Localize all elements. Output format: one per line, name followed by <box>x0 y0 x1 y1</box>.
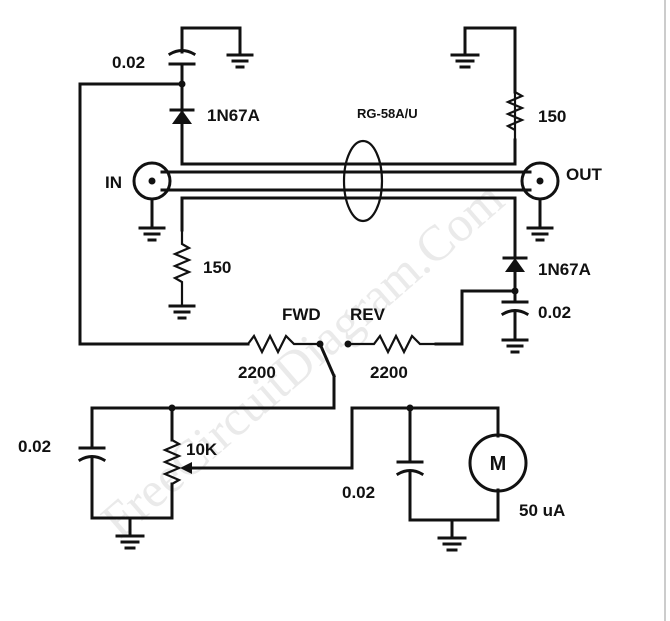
pot-label: 10K <box>186 440 218 459</box>
cap-bottom-left-label: 0.02 <box>18 437 51 456</box>
ground-symbol-right <box>501 338 529 354</box>
cap-bottom-mid-label: 0.02 <box>342 483 375 502</box>
meter-loop-wire <box>408 406 500 438</box>
cap-top-left-label: 0.02 <box>112 53 145 72</box>
meter-50ua <box>468 433 528 493</box>
ground-symbol-left <box>168 304 196 320</box>
fwd-label: FWD <box>282 305 321 324</box>
resistor-2200-fwd <box>247 333 318 355</box>
bottom-sense-wire <box>180 196 517 252</box>
diode-right-label: 1N67A <box>538 260 591 279</box>
out-connector <box>520 161 560 230</box>
fwd-feed-wire <box>78 82 250 346</box>
ground-symbol-pot <box>115 534 145 550</box>
rev-label: REV <box>350 305 386 324</box>
ground-symbol-in <box>138 226 166 242</box>
switch-contact-rev <box>344 340 352 348</box>
meter-symbol-label: M <box>490 453 507 475</box>
resistor-150-top <box>505 90 525 140</box>
res-top-right-label: 150 <box>538 107 566 126</box>
ground-symbol-meter <box>437 536 467 552</box>
meter-return-wire <box>408 488 500 522</box>
res-left-label: 150 <box>203 258 231 277</box>
capacitor-002-bottom-mid <box>395 406 425 522</box>
junction-dot <box>168 404 176 412</box>
diode-1n67a-right <box>502 248 528 302</box>
coax-ferrite-loop <box>342 139 384 223</box>
ground-symbol-top-left <box>226 53 254 69</box>
pot-wiper-arrow <box>180 462 192 474</box>
res-rev-label: 2200 <box>370 363 408 382</box>
diode-1n67a-top <box>169 70 195 124</box>
top-right-wire <box>463 26 517 94</box>
meter-rating-label: 50 uA <box>519 501 565 520</box>
coax-label: RG-58A/U <box>357 106 418 121</box>
in-label: IN <box>105 173 122 192</box>
rev-feed-wire <box>434 289 517 346</box>
coax-line <box>160 139 532 223</box>
diode-top-label: 1N67A <box>207 106 260 125</box>
resistor-2200-rev <box>350 333 436 355</box>
switch-arm <box>318 342 336 378</box>
potentiometer-10k <box>162 439 182 485</box>
ground-symbol-top-right <box>450 53 480 69</box>
top-left-ground-wire <box>180 26 242 57</box>
out-label: OUT <box>566 165 603 184</box>
ground-symbol-out <box>526 226 554 242</box>
in-connector <box>132 161 172 230</box>
resistor-150-left <box>172 230 192 306</box>
capacitor-002-right <box>500 298 530 342</box>
switch-common-wire <box>90 374 336 450</box>
wiper-wire <box>190 406 412 470</box>
res-fwd-label: 2200 <box>238 363 276 382</box>
capacitor-002-top <box>167 26 197 74</box>
top-sense-wire <box>180 118 517 166</box>
capacitor-002-bottom-left <box>77 446 107 520</box>
cap-right-label: 0.02 <box>538 303 571 322</box>
